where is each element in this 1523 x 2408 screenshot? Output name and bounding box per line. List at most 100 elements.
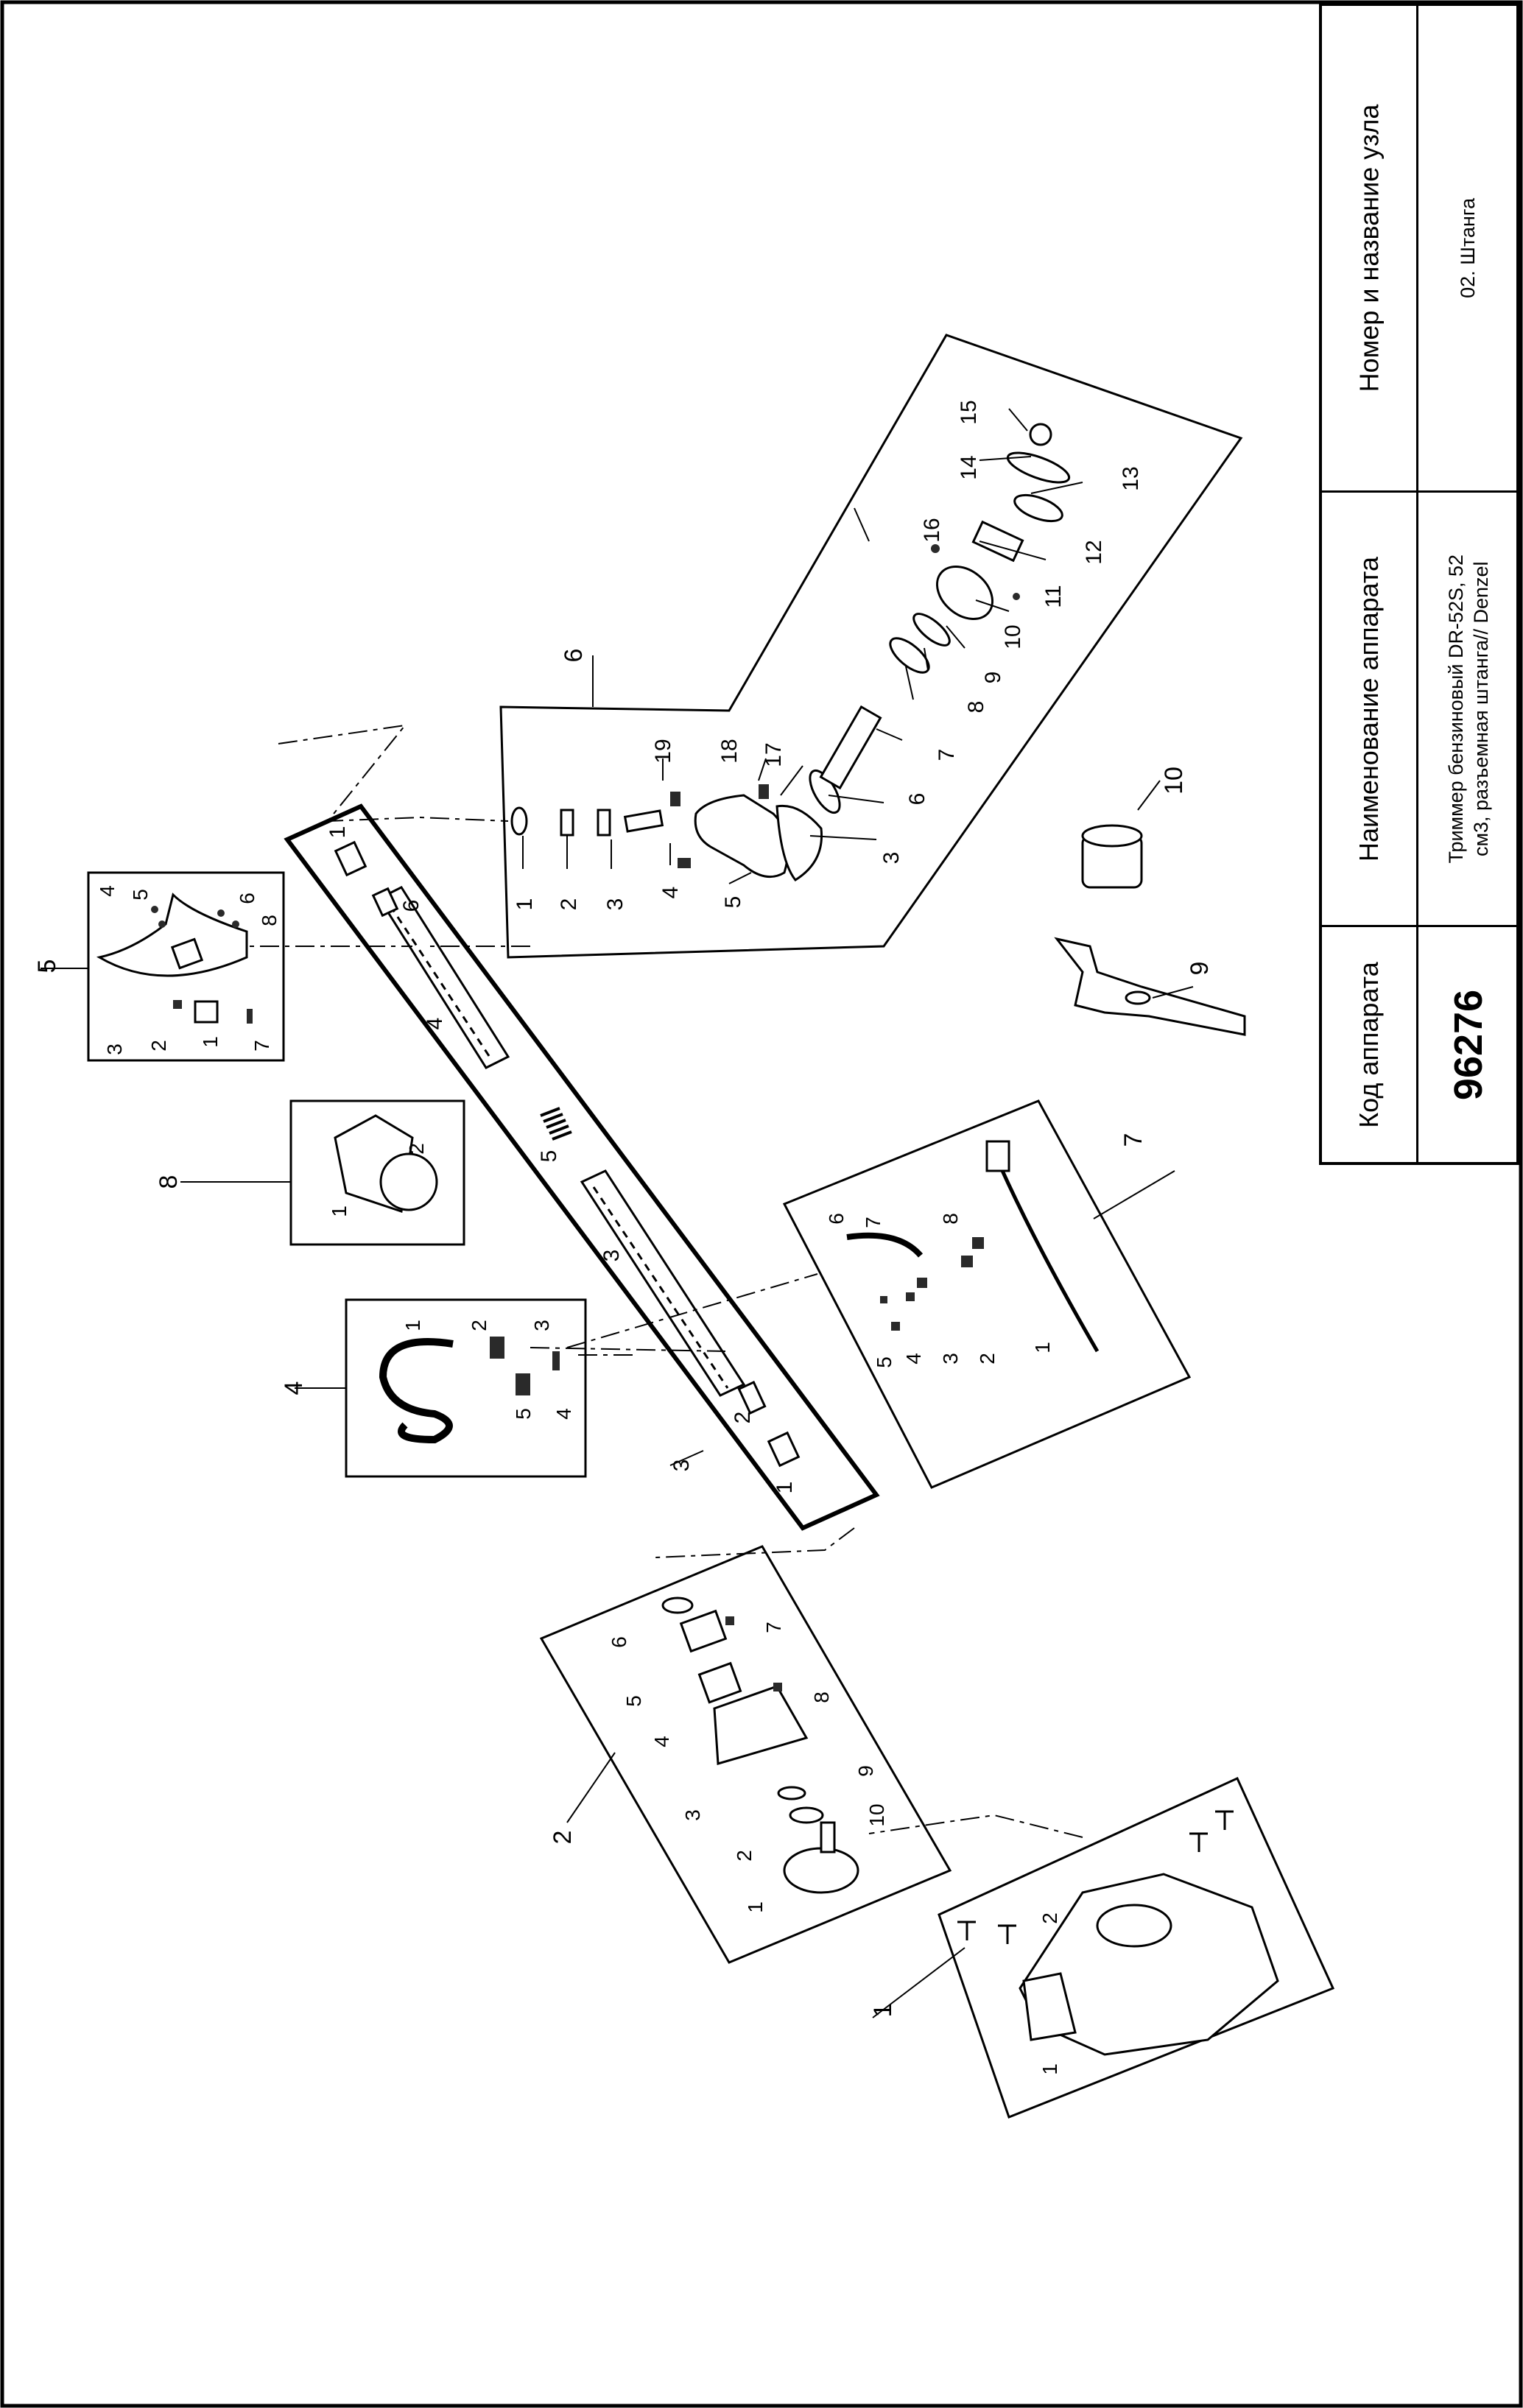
svg-text:2: 2 <box>405 1143 428 1155</box>
svg-text:8: 8 <box>939 1213 962 1225</box>
clutch-group: 2 6 5 4 3 2 1 7 8 9 10 <box>539 1545 952 1964</box>
svg-text:5: 5 <box>537 1150 561 1163</box>
assembly-header: Номер и название узла <box>1354 104 1385 392</box>
title-block-row-divider-2 <box>1322 925 1516 927</box>
svg-text:3: 3 <box>103 1043 126 1055</box>
svg-text:1: 1 <box>199 1036 222 1048</box>
trimmer-head-group: 10 <box>1081 767 1188 889</box>
svg-text:13: 13 <box>1119 466 1143 490</box>
svg-text:5: 5 <box>873 1356 896 1368</box>
svg-text:8: 8 <box>258 915 281 926</box>
name-line-2: см3, разъемная штанга// Denzel <box>1469 561 1492 856</box>
svg-text:3: 3 <box>603 898 627 911</box>
svg-text:9: 9 <box>981 672 1005 684</box>
code-value-cell: 96276 <box>1418 927 1519 1162</box>
svg-text:14: 14 <box>957 455 981 479</box>
svg-text:1: 1 <box>401 1320 424 1331</box>
callout-group-1: 1 <box>869 2004 897 2018</box>
assembly-value: 02. Штанга <box>1457 197 1480 299</box>
name-value: Триммер бензиновый DR-52S, 52 см3, разъе… <box>1444 555 1494 864</box>
svg-text:15: 15 <box>957 400 981 424</box>
svg-text:4: 4 <box>552 1408 575 1420</box>
title-block-divider <box>1416 6 1418 1162</box>
svg-text:1: 1 <box>326 826 350 839</box>
svg-text:12: 12 <box>1082 540 1106 564</box>
gear-head-group: 6 <box>499 334 1243 959</box>
name-value-cell: Триммер бензиновый DR-52S, 52 см3, разъе… <box>1418 493 1519 925</box>
svg-text:1: 1 <box>1038 2063 1061 2075</box>
callout-group-5: 5 <box>33 960 61 974</box>
svg-text:5: 5 <box>622 1695 645 1707</box>
svg-text:6: 6 <box>608 1636 630 1648</box>
svg-text:2: 2 <box>557 898 581 911</box>
svg-text:3: 3 <box>530 1320 553 1331</box>
assembly-header-cell: Номер и название узла <box>1322 6 1416 490</box>
svg-text:3: 3 <box>939 1353 962 1365</box>
svg-text:2: 2 <box>1038 1912 1061 1924</box>
svg-text:16: 16 <box>920 518 944 542</box>
svg-text:10: 10 <box>1001 624 1025 649</box>
name-header: Наименование аппарата <box>1354 556 1385 862</box>
callout-group-8: 8 <box>155 1175 183 1189</box>
bracket-group: 8 1 2 <box>155 1099 465 1246</box>
code-header: Код аппарата <box>1354 961 1385 1128</box>
callout-group-2: 2 <box>549 1831 577 1845</box>
code-value: 96276 <box>1446 989 1491 1100</box>
svg-text:5: 5 <box>512 1408 535 1420</box>
svg-text:2: 2 <box>468 1320 490 1331</box>
engine-mount-group: 1 2 1 <box>869 1777 1335 2119</box>
svg-text:1: 1 <box>328 1205 351 1217</box>
svg-text:6: 6 <box>905 793 929 806</box>
svg-text:7: 7 <box>862 1217 884 1228</box>
svg-text:18: 18 <box>717 739 742 763</box>
callout-group-9: 9 <box>1186 962 1214 976</box>
svg-text:4: 4 <box>423 1018 447 1030</box>
svg-text:17: 17 <box>762 742 786 767</box>
svg-text:19: 19 <box>651 739 675 763</box>
title-block-row-divider-1 <box>1322 490 1516 493</box>
callout-group-6: 6 <box>560 649 588 663</box>
svg-text:1: 1 <box>513 898 537 911</box>
blade-group: 9 <box>1054 937 1246 1036</box>
svg-text:4: 4 <box>902 1353 925 1365</box>
assembly-connector-lines <box>225 724 1083 1838</box>
svg-text:6: 6 <box>236 893 258 904</box>
svg-text:1: 1 <box>1031 1342 1054 1353</box>
guard-group: 5 4 5 6 8 3 2 1 7 <box>33 871 285 1062</box>
callout-group-4: 4 <box>280 1381 308 1395</box>
svg-text:3: 3 <box>599 1250 624 1262</box>
svg-text:7: 7 <box>762 1622 785 1633</box>
svg-text:3: 3 <box>879 852 904 865</box>
svg-text:4: 4 <box>650 1736 673 1747</box>
svg-text:4: 4 <box>658 887 683 899</box>
svg-text:1: 1 <box>744 1901 767 1913</box>
svg-text:7: 7 <box>935 749 959 761</box>
svg-text:2: 2 <box>976 1353 999 1365</box>
title-block: Номер и название узла 02. Штанга Наимено… <box>1319 3 1519 1165</box>
svg-text:8: 8 <box>810 1691 833 1703</box>
svg-text:7: 7 <box>250 1040 273 1052</box>
svg-text:11: 11 <box>1041 585 1066 608</box>
throttle-cable-group: 7 6 7 8 4 3 2 5 1 <box>782 1099 1192 1489</box>
svg-text:9: 9 <box>854 1765 877 1777</box>
svg-text:10: 10 <box>865 1803 888 1826</box>
strap-group: 4 1 2 3 5 4 <box>280 1298 587 1478</box>
svg-text:4: 4 <box>96 885 119 897</box>
svg-text:3: 3 <box>681 1809 704 1821</box>
svg-text:2: 2 <box>147 1040 170 1052</box>
shaft-assembly: 1 6 4 5 3 2 1 3 <box>284 803 880 1531</box>
svg-text:2: 2 <box>733 1850 756 1862</box>
code-header-cell: Код аппарата <box>1322 927 1416 1162</box>
svg-text:1: 1 <box>773 1482 797 1494</box>
svg-text:5: 5 <box>721 896 745 909</box>
name-header-cell: Наименование аппарата <box>1322 493 1416 925</box>
svg-text:6: 6 <box>399 900 423 912</box>
callout-group-7: 7 <box>1119 1133 1147 1147</box>
svg-text:8: 8 <box>964 701 988 714</box>
svg-text:2: 2 <box>731 1412 755 1424</box>
svg-text:5: 5 <box>129 889 152 901</box>
svg-text:6: 6 <box>825 1213 848 1225</box>
assembly-value-cell: 02. Штанга <box>1418 6 1519 490</box>
